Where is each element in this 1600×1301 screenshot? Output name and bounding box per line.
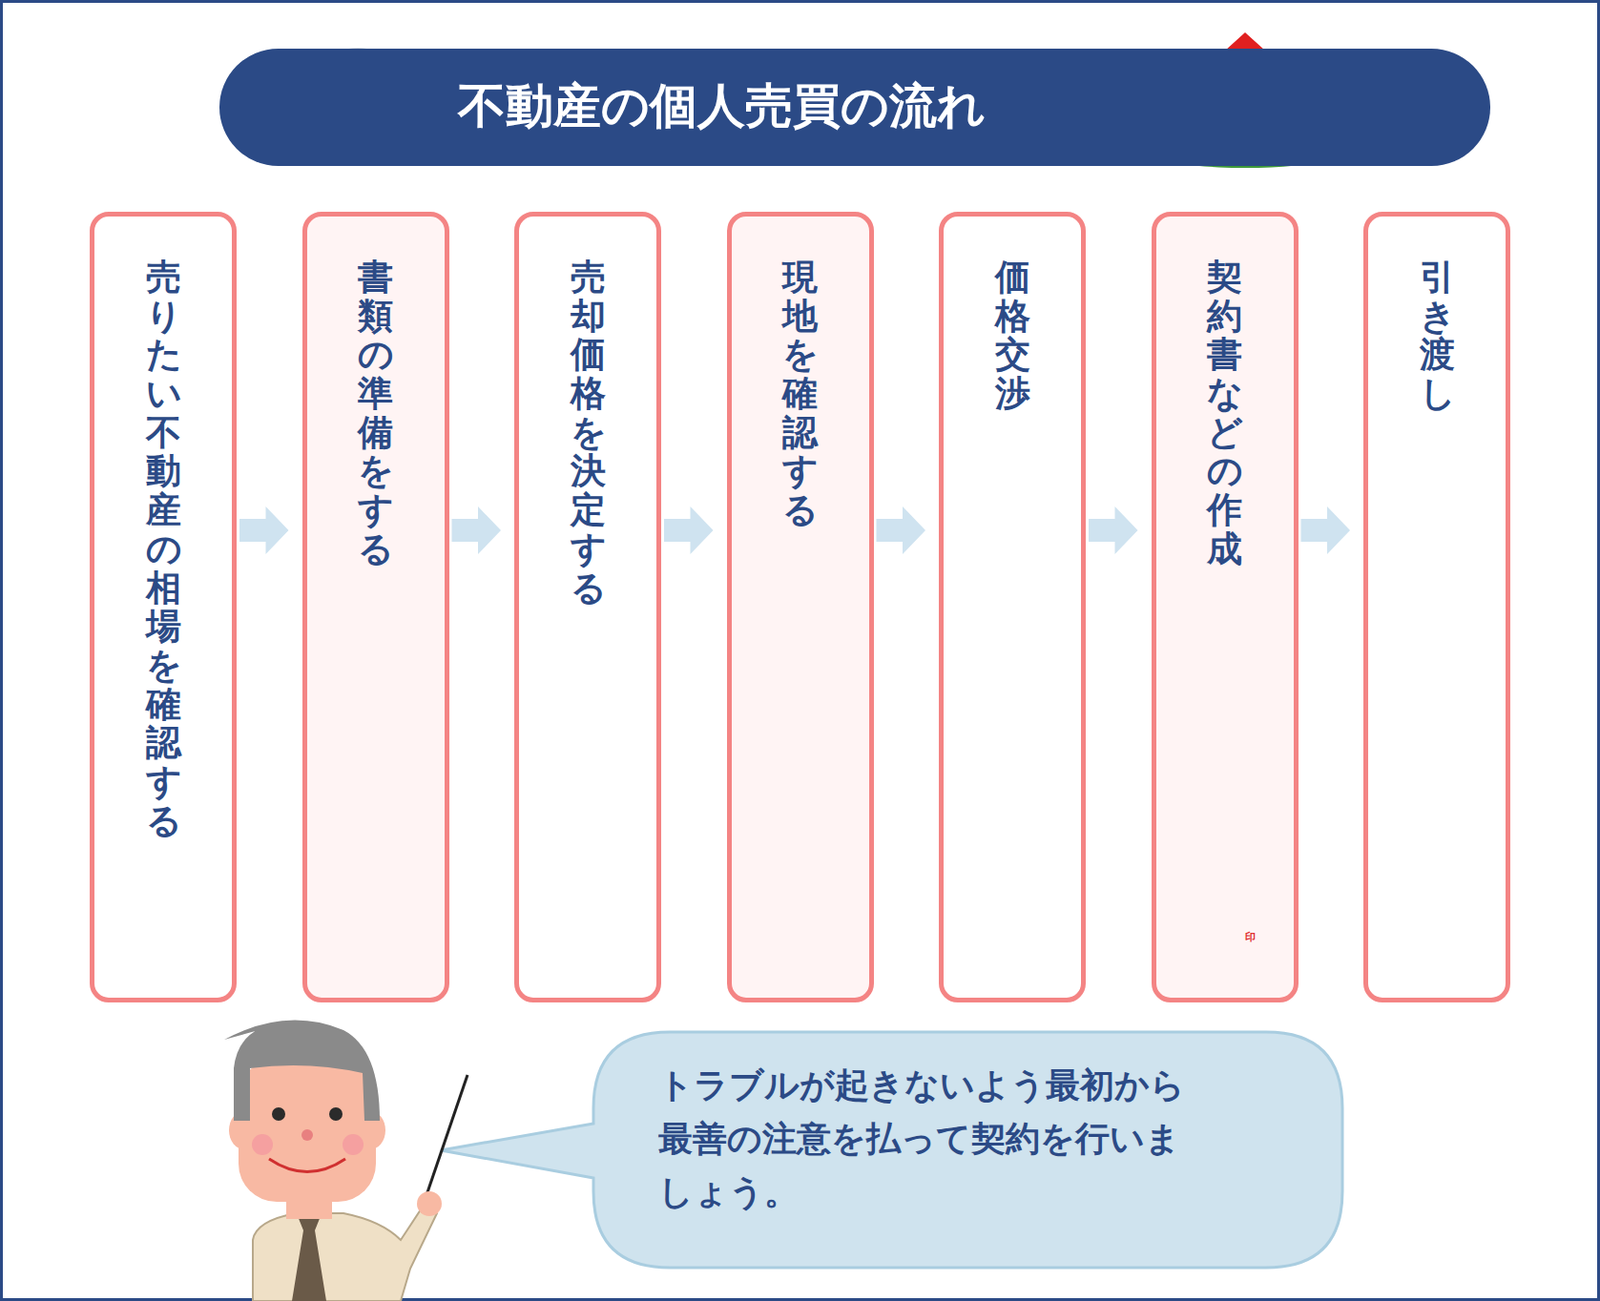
step-label: 売りたい不動産の相場を確認する [145,258,182,841]
step-label: 書類の準備をする [357,258,394,570]
flow-arrow [239,506,290,555]
seal-mark: 印 [1245,930,1256,945]
speech-bubble [440,1032,1343,1268]
step-label: 売却価格を決定する [570,258,606,608]
step-label: 契約書などの作成 [1206,258,1243,570]
step-box: 価格交渉 [938,211,1086,1003]
step-box: 売却価格を決定する [514,211,662,1003]
speech-bubble-text-area: トラブルが起きないよう最初から 最善の注意を払って契約を行いま しょう。 [658,1059,1187,1219]
flow-arrow [1301,506,1351,555]
teacher-figure [224,1020,468,1301]
title-text: 不動産の個人売買の流れ [457,74,986,139]
flow-arrow [664,506,714,555]
step-box: 書類の準備をする [302,211,450,1003]
step-box: 現地を確認する [727,211,874,1003]
step-label: 現地を確認する [782,258,818,531]
flow-arrow [452,506,502,555]
flow-arrow [1088,506,1139,555]
step-box: 契約書などの作成 [1151,211,1299,1003]
advice-text: トラブルが起きないよう最初から 最善の注意を払って契約を行いま しょう。 [658,1059,1187,1219]
step-box: 売りたい不動産の相場を確認する [89,211,237,1003]
flow-arrow [876,506,927,555]
step-label: 引き渡し [1419,258,1455,415]
step-box: 引き渡し [1363,211,1511,1003]
step-label: 価格交渉 [995,258,1031,415]
